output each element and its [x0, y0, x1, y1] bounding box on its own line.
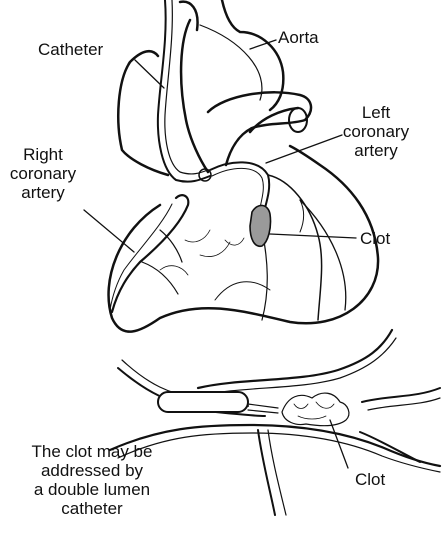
label-left-coronary-line-3: artery: [334, 141, 418, 160]
caption-line-1: The clot may be: [8, 442, 176, 461]
leader-catheter: [135, 60, 164, 88]
clot-shape-top: [250, 205, 271, 246]
label-right-coronary-line-2: coronary: [0, 164, 86, 183]
label-right-coronary-line-1: Right: [0, 145, 86, 164]
label-right-coronary-artery: Right coronary artery: [0, 145, 86, 202]
left-coronary-branch-3: [300, 200, 304, 232]
vessel-top-wall: [198, 330, 392, 388]
caption-line-4: catheter: [8, 499, 176, 518]
heart-texture: [160, 230, 244, 275]
leader-left-coronary: [266, 135, 342, 163]
label-left-coronary-line-1: Left: [334, 103, 418, 122]
aorta-inner: [200, 25, 262, 100]
heart-apex-line: [300, 200, 346, 310]
label-right-coronary-line-3: artery: [0, 183, 86, 202]
label-aorta: Aorta: [278, 28, 319, 47]
label-left-coronary-line-2: coronary: [334, 122, 418, 141]
leader-clot-top: [270, 234, 356, 238]
heart-inner-line: [215, 282, 270, 300]
catheter-tip-lines: [248, 404, 278, 413]
vessel-left-upper-inner: [122, 360, 190, 396]
catheter-balloon: [158, 392, 248, 412]
leader-right-coronary: [84, 210, 134, 252]
aorta-body: [181, 20, 208, 172]
label-catheter: Catheter: [38, 40, 103, 59]
pulmonary-trunk: [208, 92, 311, 165]
label-caption: The clot may be addressed by a double lu…: [8, 442, 176, 518]
right-atrium: [118, 51, 168, 175]
label-left-coronary-artery: Left coronary artery: [334, 103, 418, 160]
caption-line-3: a double lumen: [8, 480, 176, 499]
label-clot-bottom: Clot: [355, 470, 385, 489]
caption-line-2: addressed by: [8, 461, 176, 480]
vessel-right-top: [362, 388, 440, 402]
clot-shape-bottom: [282, 393, 349, 426]
label-clot-top: Clot: [360, 229, 390, 248]
vessel-top-wall-inner: [200, 338, 396, 396]
left-coronary-branch: [268, 175, 322, 320]
vessel-branch-lower-inner: [268, 430, 286, 515]
catheter-line-outer: [158, 0, 210, 182]
